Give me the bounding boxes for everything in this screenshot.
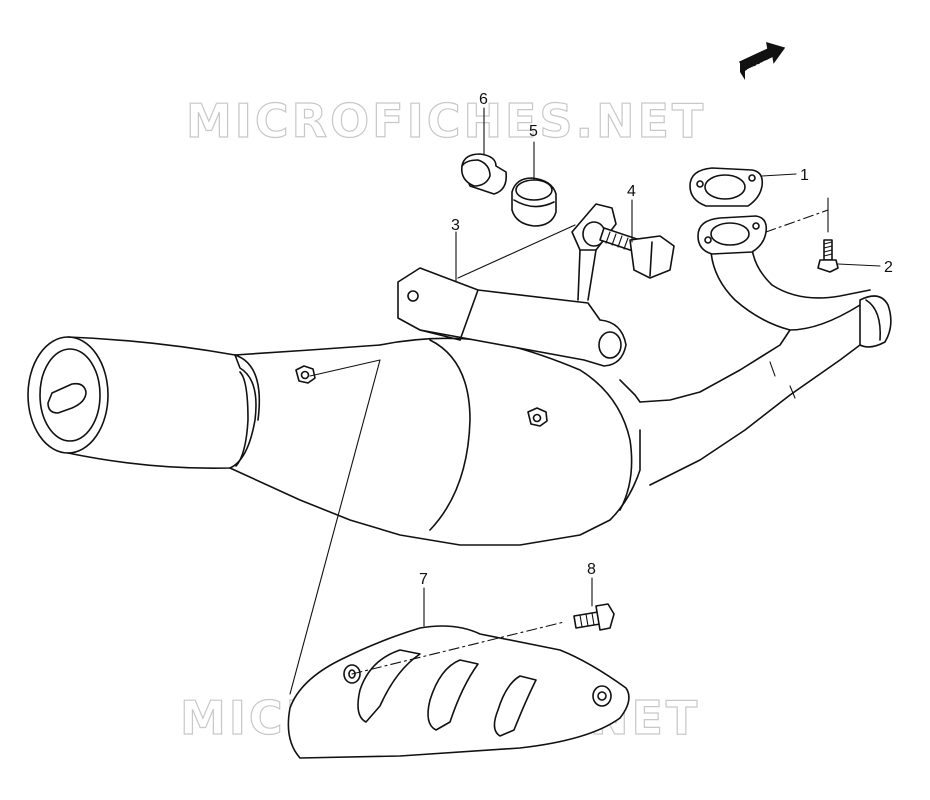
assembly-lines (289, 197, 829, 695)
callout-5: 5 (529, 123, 538, 140)
callout-1: 1 (800, 167, 809, 184)
callout-4: 4 (627, 183, 636, 200)
muffler-bracket (397, 203, 627, 367)
bolt-icon (817, 239, 839, 273)
bolt-icon (573, 603, 615, 631)
callout-7: 7 (419, 571, 428, 588)
exhaust-pipe (639, 229, 892, 486)
heat-shield (287, 625, 630, 759)
watermark-top: MICROFICHES.NET (186, 94, 706, 148)
collar-icon (460, 153, 508, 195)
nut-icon (527, 407, 548, 427)
bolt-icon (599, 227, 675, 279)
grommet-icon (511, 177, 557, 227)
callout-leaders (423, 107, 881, 627)
fwd-arrow-icon: FWD (738, 41, 786, 80)
callout-6: 6 (479, 91, 488, 108)
callout-8: 8 (587, 561, 596, 578)
washer-icon (592, 685, 612, 707)
muffler (27, 336, 641, 546)
nut-icon (295, 365, 316, 384)
exhaust-flange (697, 215, 768, 255)
callout-2: 2 (884, 259, 893, 276)
gasket-upper (689, 167, 764, 207)
callout-3: 3 (451, 217, 460, 234)
